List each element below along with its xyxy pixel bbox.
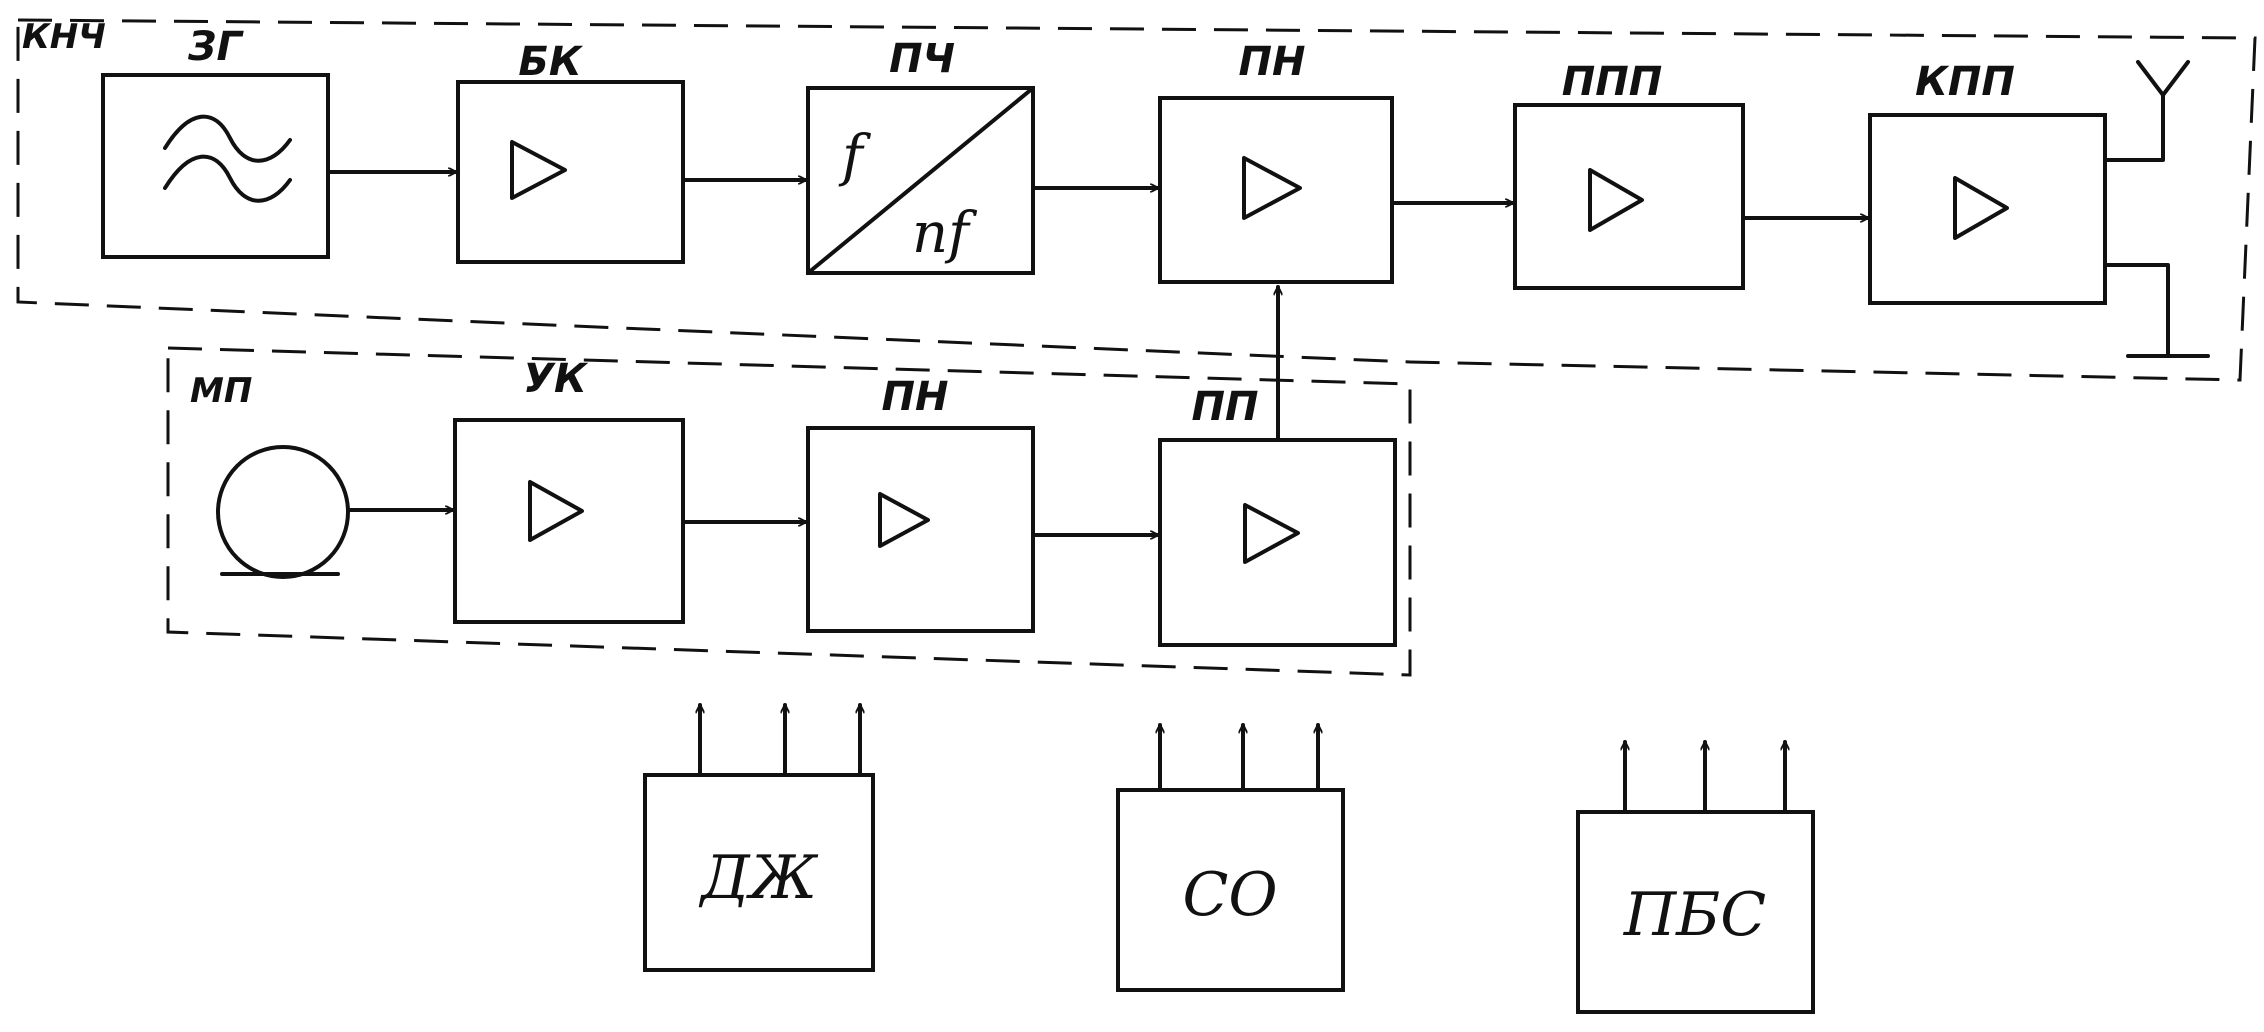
block-label-pn-top: ПН — [1239, 39, 1306, 85]
amplifier-triangle-icon — [878, 492, 930, 548]
group-knch-outline — [16, 18, 2257, 382]
ground-icon — [2103, 263, 2210, 358]
block-kpp — [1868, 113, 2107, 305]
group-label-knch: КНЧ — [22, 17, 106, 57]
block-label-pbs: ПБС — [1623, 880, 1766, 950]
block-pbs — [1576, 810, 1815, 1014]
group-mp-outline — [166, 346, 1412, 677]
block-label-pn-bottom: ПН — [882, 374, 949, 420]
block-label-bk: БК — [518, 39, 583, 85]
block-zg — [101, 73, 330, 259]
group-label-mp: МП — [190, 371, 252, 411]
block-dzh — [643, 773, 875, 972]
block-label-pp: ПП — [1192, 384, 1259, 430]
block-label-uk: УК — [523, 356, 589, 402]
block-pn-bottom — [806, 426, 1035, 633]
block-label-kpp: КПП — [1915, 59, 2015, 105]
block-pn-top — [1158, 96, 1394, 284]
microphone-icon — [216, 445, 350, 579]
antenna-icon — [2103, 60, 2190, 162]
block-label-zg: ЗГ — [187, 24, 244, 70]
amplifier-triangle-icon — [528, 480, 584, 542]
block-so — [1116, 788, 1345, 992]
amplifier-triangle-icon — [1242, 156, 1302, 220]
block-ppp — [1513, 103, 1745, 290]
block-label-dzh: ДЖ — [698, 843, 819, 913]
sine-wave-icon — [163, 114, 292, 203]
block-label-pch: ПЧ — [889, 36, 955, 82]
amplifier-triangle-icon — [1588, 168, 1644, 232]
block-bk — [456, 80, 685, 264]
block-label-ppp: ППП — [1562, 59, 1662, 105]
block-uk — [453, 418, 685, 624]
multiplier-output-label: nf — [912, 201, 978, 266]
amplifier-triangle-icon — [1953, 176, 2009, 240]
amplifier-triangle-icon — [510, 140, 567, 200]
block-label-so: СО — [1182, 860, 1277, 930]
amplifier-triangle-icon — [1243, 503, 1300, 564]
multiplier-diagonal — [806, 86, 1035, 275]
